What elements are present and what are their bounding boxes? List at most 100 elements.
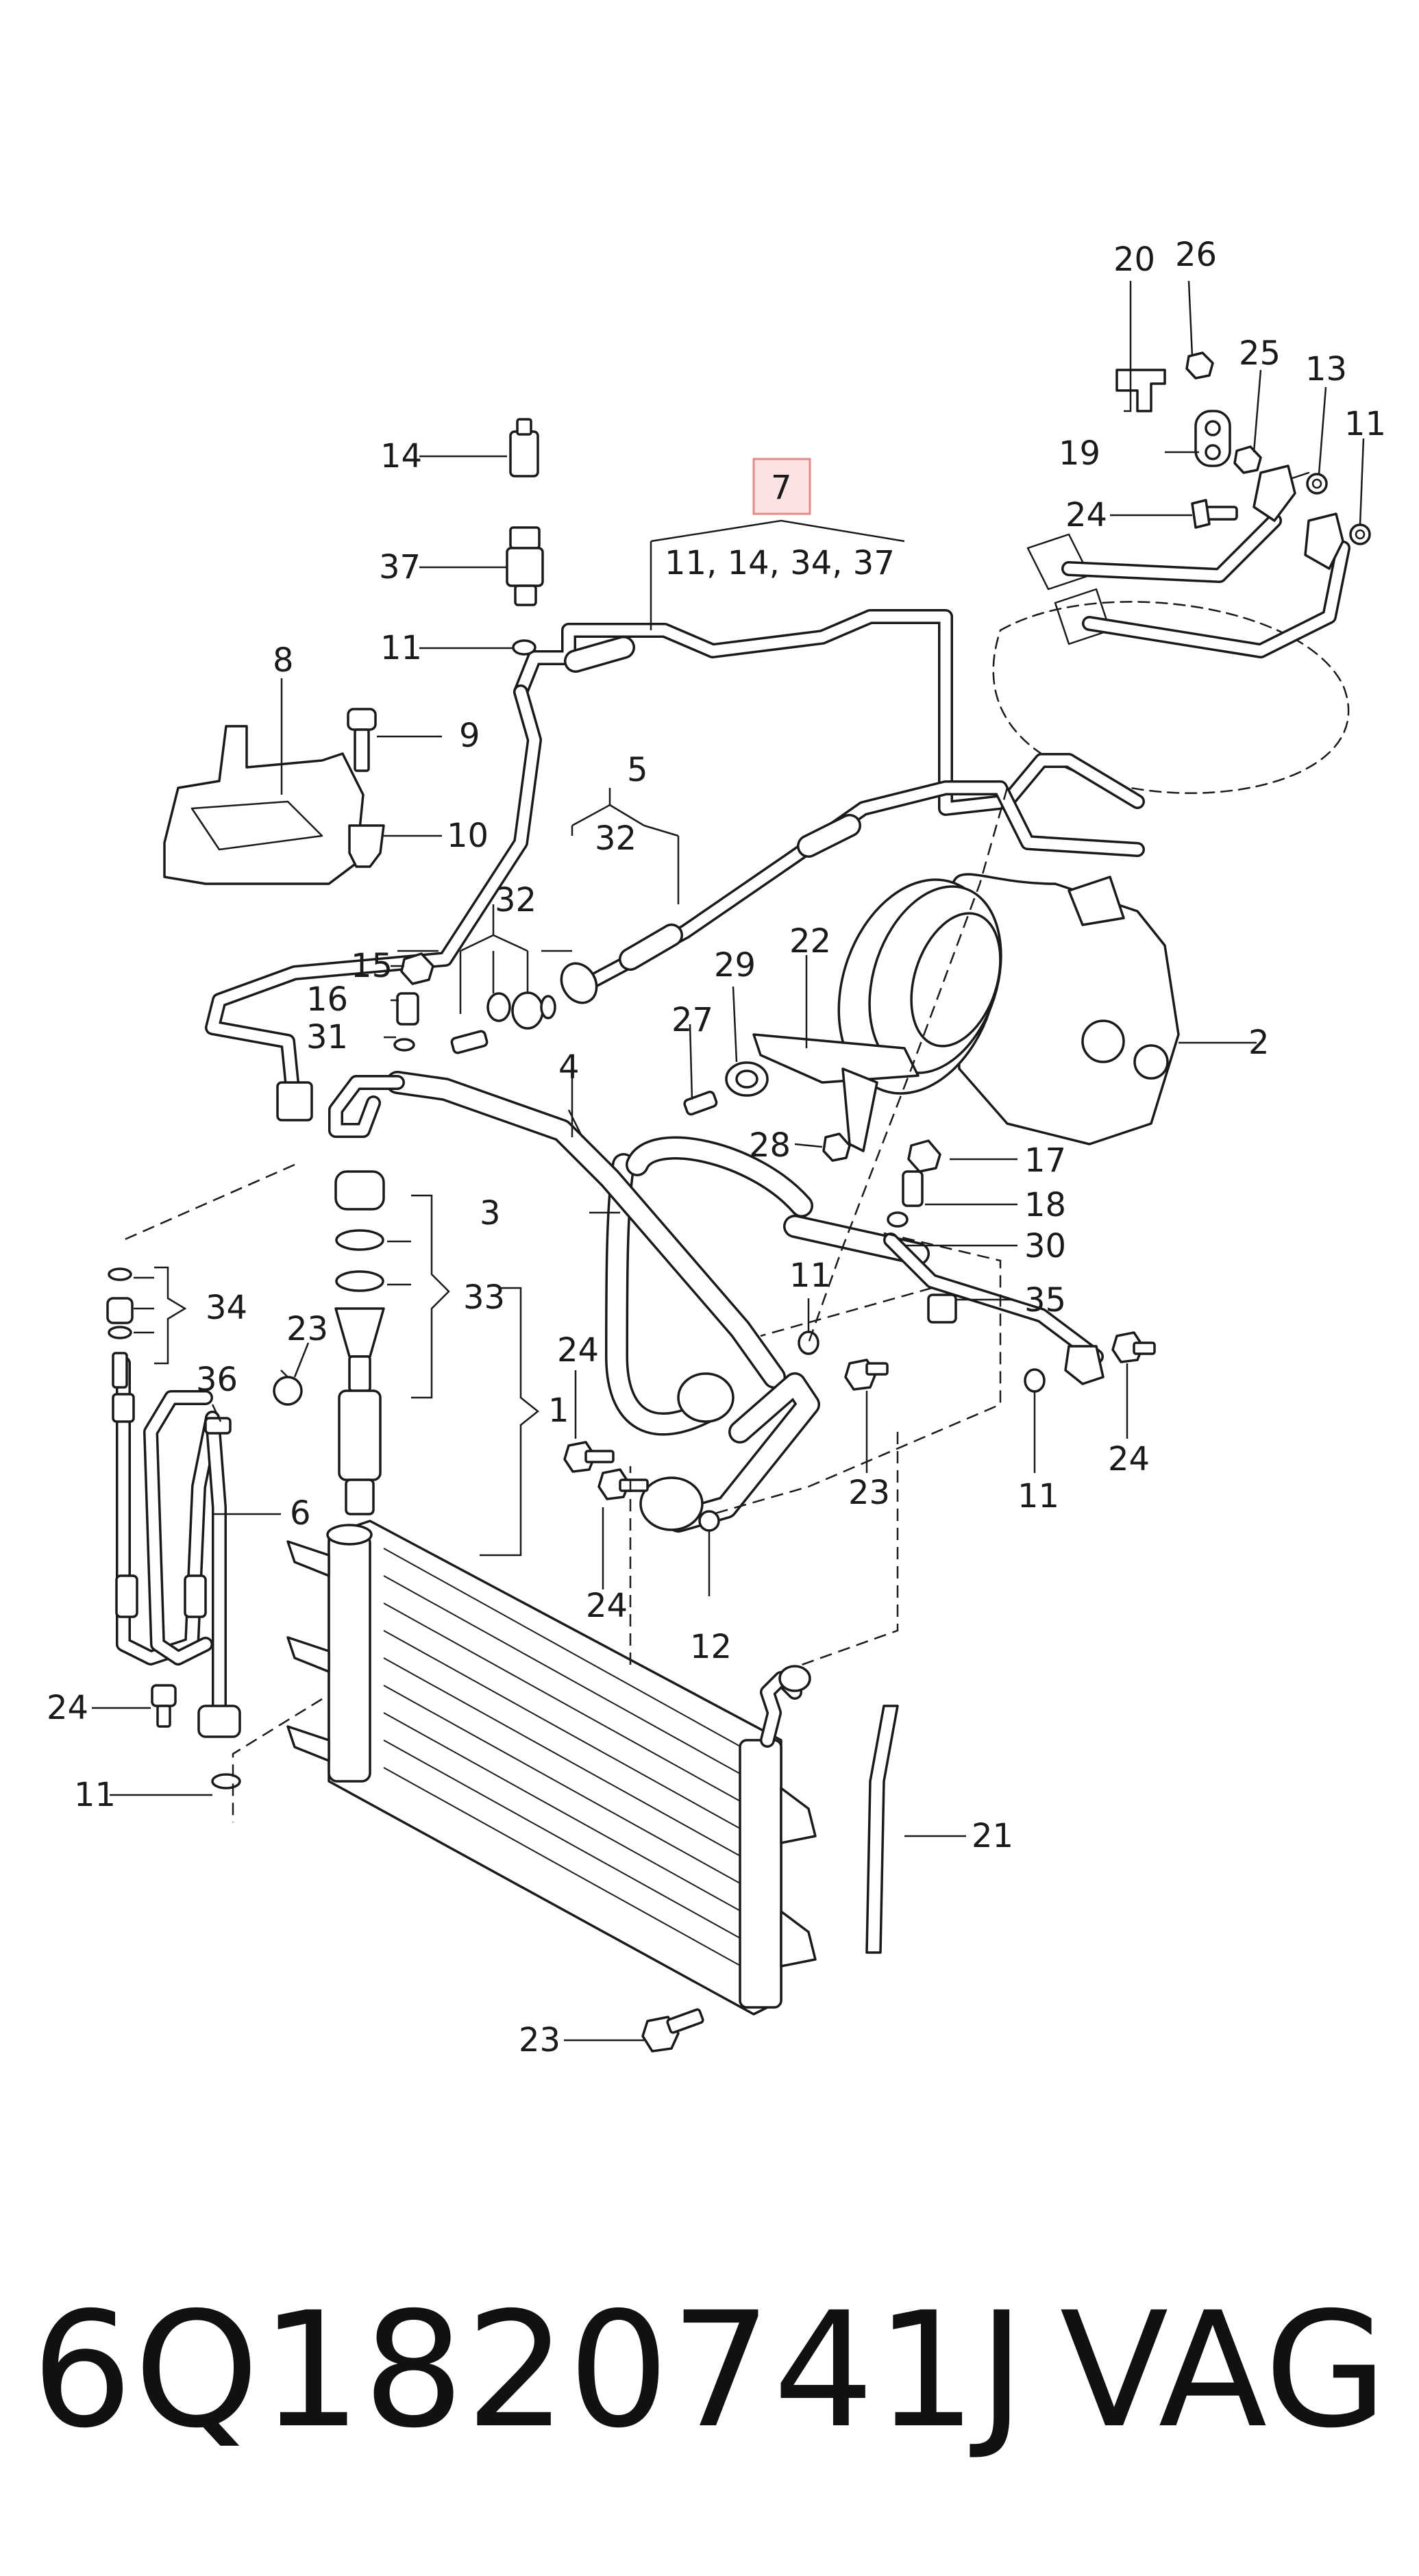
- seal-30: [887, 1211, 909, 1228]
- parts-34: [106, 1267, 134, 1389]
- bracket-20: [1115, 369, 1166, 412]
- bolt-36: [204, 1417, 232, 1435]
- callout-24-center-a: 24: [557, 1331, 599, 1370]
- hose-4: [328, 1071, 820, 1533]
- valve-18: [902, 1170, 924, 1207]
- callout-11-bottom-left: 11: [74, 1776, 116, 1814]
- pipe-5: [560, 780, 1145, 1004]
- callout-23-center: 23: [848, 1474, 890, 1512]
- bolt-24-center-b: [597, 1468, 649, 1500]
- callout-10: 10: [447, 817, 489, 855]
- seal-11-bottom-left: [211, 1773, 241, 1789]
- callout-30: 30: [1024, 1227, 1066, 1265]
- callout-26: 26: [1175, 236, 1217, 274]
- bolt-23-center: [844, 1359, 889, 1391]
- callout-36: 36: [196, 1361, 238, 1399]
- callout-17: 17: [1024, 1141, 1066, 1180]
- seal-13: [1306, 473, 1328, 495]
- callout-2: 2: [1248, 1024, 1270, 1062]
- seal-11-right: [1024, 1368, 1046, 1393]
- flange-right: [1253, 465, 1344, 570]
- seal-11-top-right: [1349, 523, 1371, 545]
- fittings-32: [450, 991, 556, 1054]
- bolt-24-top-right: [1191, 499, 1238, 529]
- footer: 6Q1820741J VAG: [0, 2288, 1419, 2453]
- callout-28: 28: [749, 1126, 791, 1165]
- callout-32-upper: 32: [595, 819, 637, 858]
- callout-14: 14: [380, 437, 422, 475]
- nut-26: [1185, 351, 1214, 380]
- callout-6: 6: [290, 1494, 311, 1533]
- nut-28: [822, 1132, 851, 1162]
- callout-31: 31: [306, 1018, 348, 1056]
- callout-8: 8: [273, 641, 294, 680]
- callout-24-right: 24: [1108, 1440, 1150, 1478]
- pressure-switch-14: [509, 418, 539, 478]
- bolt-24-right: [1111, 1331, 1156, 1363]
- callout-25: 25: [1239, 334, 1281, 373]
- pipe-7: [205, 609, 1145, 1122]
- callout-11-center: 11: [789, 1256, 831, 1295]
- callout-37: 37: [379, 548, 421, 586]
- callout-21: 21: [972, 1817, 1013, 1855]
- seal-29: [725, 1061, 769, 1097]
- callout-7-contents: 11, 14, 34, 37: [665, 544, 895, 582]
- callout-9: 9: [459, 717, 480, 755]
- callout-19: 19: [1059, 434, 1100, 473]
- leader-lines: [92, 280, 1365, 2042]
- callout-34: 34: [206, 1289, 247, 1327]
- bolt-23-bottom: [641, 2008, 704, 2053]
- callout-4: 4: [558, 1048, 580, 1087]
- seal-11-left: [512, 639, 536, 656]
- callout-18: 18: [1024, 1186, 1066, 1224]
- callout-24-center-b: 24: [586, 1587, 628, 1625]
- seal-11-center: [798, 1330, 819, 1355]
- callout-20: 20: [1113, 240, 1155, 279]
- callout-32-lower: 32: [495, 881, 536, 919]
- pipe-35: [883, 1233, 1105, 1385]
- nut-23-left: [273, 1376, 303, 1406]
- callout-23-left: 23: [286, 1310, 328, 1348]
- callout-7-highlight: [752, 458, 811, 515]
- callout-15: 15: [351, 947, 393, 985]
- nut-17: [907, 1139, 941, 1173]
- callout-11-top-right: 11: [1344, 405, 1386, 443]
- bolt-27: [683, 1091, 718, 1116]
- bolt-24-center-a: [563, 1441, 615, 1473]
- callout-13: 13: [1305, 350, 1347, 388]
- callout-7: 7: [771, 469, 792, 507]
- callout-35: 35: [1024, 1281, 1066, 1320]
- dashed-guides: [123, 787, 1009, 1822]
- callout-12: 12: [690, 1628, 732, 1666]
- callout-24-top-right: 24: [1065, 496, 1107, 534]
- callout-23-bottom: 23: [519, 2021, 560, 2059]
- seal-strip-21: [865, 1705, 899, 1954]
- nut-15: [400, 952, 434, 985]
- bracket-8: [163, 725, 365, 885]
- valve-16: [396, 992, 419, 1026]
- callouts: 14 37 11 8 9 10 7 11, 14, 34, 37 5 32 32…: [47, 236, 1386, 2059]
- callout-22: 22: [789, 922, 831, 961]
- callout-33: 33: [463, 1278, 505, 1317]
- valve-37: [506, 526, 544, 606]
- bolt-24-left: [151, 1684, 177, 1728]
- brand-name: VAG: [1059, 2278, 1387, 2463]
- callout-29: 29: [714, 946, 756, 984]
- seal-31: [393, 1038, 415, 1052]
- firewall-pipe-assembly: [992, 471, 1350, 794]
- callout-11-left: 11: [380, 629, 422, 667]
- nut-25: [1233, 445, 1262, 474]
- compressor: [837, 873, 1180, 1145]
- callout-27: 27: [671, 1001, 713, 1039]
- condenser-1: [286, 1520, 817, 2016]
- callout-1: 1: [548, 1391, 569, 1430]
- callout-24-left: 24: [47, 1689, 88, 1727]
- callout-11-right: 11: [1017, 1477, 1059, 1515]
- callout-16: 16: [306, 980, 348, 1019]
- callout-5: 5: [627, 751, 648, 789]
- seal-12: [698, 1510, 720, 1532]
- pipe-6: [112, 1356, 241, 1738]
- bolt-28: [841, 1067, 878, 1152]
- part-number: 6Q1820741J: [32, 2278, 1026, 2463]
